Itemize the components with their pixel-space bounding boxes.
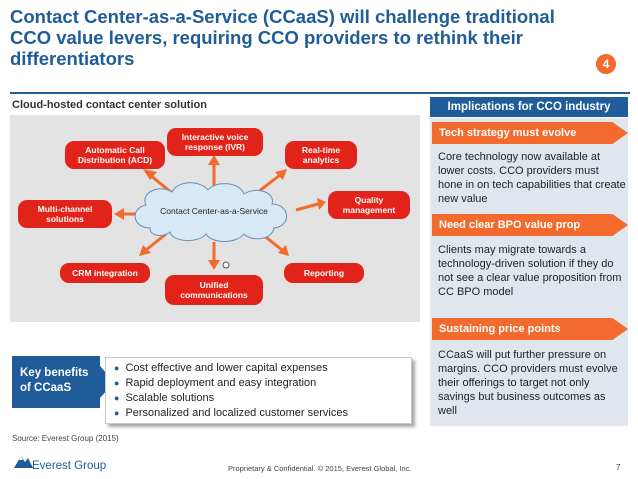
- node-unified: Unified communications: [165, 275, 263, 305]
- confidential-notice: Proprietary & Confidential. © 2015, Ever…: [228, 464, 412, 473]
- bullet-icon: ●: [114, 378, 120, 388]
- arrow-to-crm: [139, 232, 167, 256]
- benefit-text: Rapid deployment and easy integration: [125, 377, 317, 389]
- node-analytics: Real-time analytics: [285, 141, 357, 169]
- section-title-tech: Tech strategy must evolve: [432, 122, 628, 144]
- arrow-to-unified: [208, 242, 220, 270]
- node-acd: Automatic Call Distribution (ACD): [65, 141, 165, 169]
- arrow-to-quality: [295, 198, 326, 212]
- arrow-to-multichannel: [114, 208, 136, 220]
- section-title-price: Sustaining price points: [432, 318, 628, 340]
- cloud-shape: [134, 182, 287, 242]
- benefit-item: ● Personalized and localized customer ser…: [114, 406, 411, 421]
- benefit-text: Personalized and localized customer serv…: [125, 407, 348, 419]
- implications-heading: Implications for CCO industry: [430, 97, 628, 117]
- cloud-tail-bubble: [222, 261, 230, 269]
- slide-title: Contact Center-as-a-Service (CCaaS) will…: [10, 6, 555, 69]
- arrow-to-analytics: [257, 169, 287, 194]
- key-benefits-label: Key benefits of CCaaS: [12, 356, 100, 408]
- benefit-item: ● Cost effective and lower capital expens…: [114, 361, 411, 376]
- benefit-text: Scalable solutions: [125, 392, 215, 404]
- bullet-icon: ●: [114, 408, 120, 418]
- diagram-heading: Cloud-hosted contact center solution: [12, 99, 207, 111]
- bullet-icon: ●: [114, 393, 120, 403]
- bullet-icon: ●: [114, 363, 120, 373]
- node-ivr: Interactive voice response (IVR): [167, 128, 263, 156]
- slide-number-badge: 4: [596, 54, 616, 74]
- key-benefits-list: ● Cost effective and lower capital expens…: [105, 357, 412, 424]
- cloud-label: Contact Center-as-a-Service: [160, 206, 268, 216]
- implications-panel: [430, 118, 628, 426]
- source-note: Source: Everest Group (2015): [12, 434, 119, 443]
- benefit-item: ● Rapid deployment and easy integration: [114, 376, 411, 391]
- title-divider: [10, 92, 630, 94]
- section-body-tech: Core technology now available at lower c…: [438, 151, 626, 205]
- section-body-price: CCaaS will put further pressure on margi…: [438, 349, 618, 417]
- section-title-bpo: Need clear BPO value prop: [432, 214, 628, 236]
- everest-logo-icon: [14, 456, 33, 468]
- logo-text: Everest Group: [32, 460, 107, 472]
- benefit-text: Cost effective and lower capital expense…: [125, 362, 328, 374]
- benefit-item: ● Scalable solutions: [114, 391, 411, 406]
- node-quality: Quality management: [328, 191, 410, 219]
- node-multichannel: Multi-channel solutions: [18, 200, 112, 228]
- arrow-to-ivr: [208, 155, 220, 188]
- node-crm: CRM integration: [60, 263, 150, 283]
- page-number: 7: [616, 463, 621, 472]
- node-reporting: Reporting: [284, 263, 364, 283]
- section-body-bpo: Clients may migrate towards a technology…: [438, 244, 622, 298]
